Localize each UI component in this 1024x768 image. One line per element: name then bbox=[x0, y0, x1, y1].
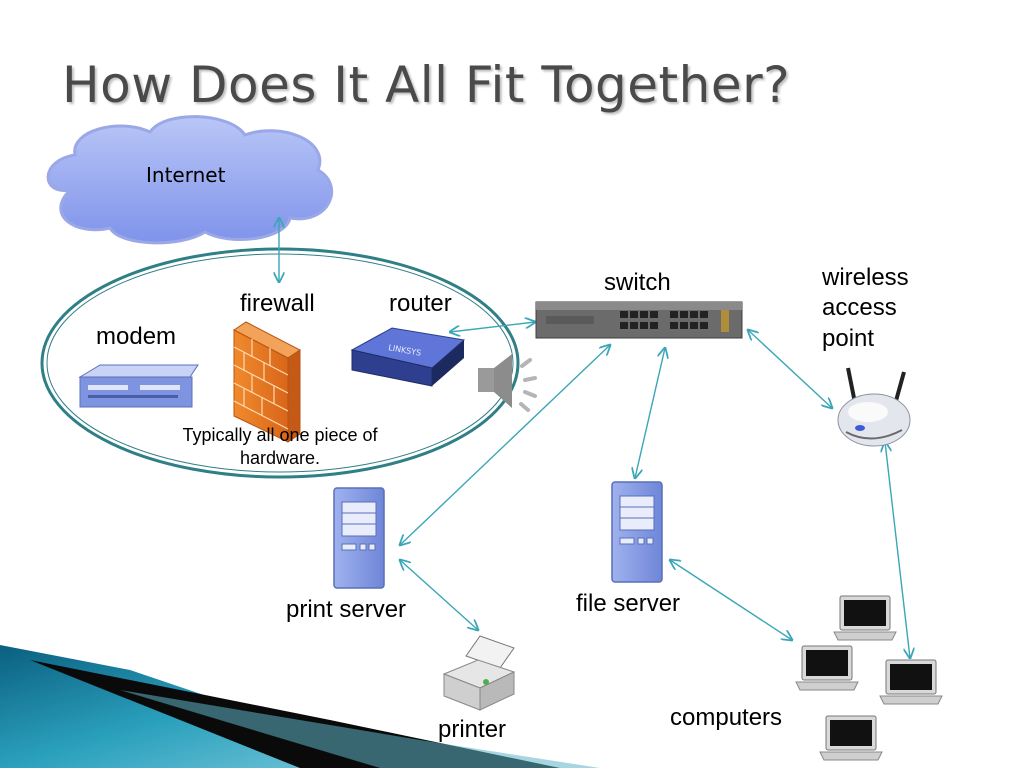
cloud-icon bbox=[46, 115, 334, 245]
switch-label: switch bbox=[604, 269, 671, 296]
connector-fileserver-computers bbox=[670, 560, 792, 640]
connector-switch-ap bbox=[748, 330, 832, 408]
firewall-label: firewall bbox=[240, 290, 315, 317]
wap-label-line-2: access bbox=[822, 294, 897, 322]
internet-label: Internet bbox=[146, 163, 226, 187]
switch-icon bbox=[535, 301, 743, 339]
computers-label: computers bbox=[670, 704, 783, 731]
connector-switch-fileserver bbox=[635, 348, 665, 478]
router-icon: LINKSYS bbox=[350, 327, 466, 387]
laptop-icon bbox=[879, 659, 943, 705]
file-server-label: file server bbox=[576, 590, 681, 617]
modem-icon bbox=[78, 364, 199, 408]
wireless-ap-icon bbox=[837, 367, 911, 447]
connector-router-switch bbox=[450, 322, 535, 332]
laptop-icon bbox=[795, 645, 859, 691]
print-server-label: print server bbox=[286, 596, 407, 623]
wap-label-line-1: wireless bbox=[822, 264, 909, 291]
printer-icon bbox=[442, 635, 516, 711]
server-icon bbox=[611, 481, 663, 583]
wap-label-line-3: point bbox=[822, 324, 875, 352]
server-icon bbox=[333, 487, 385, 589]
slide-title: How Does It All Fit Together? bbox=[62, 56, 791, 114]
laptop-icon bbox=[819, 715, 883, 761]
wireless-access-point-label: wireless access point bbox=[822, 263, 909, 354]
laptop-icon bbox=[833, 595, 897, 641]
connectors bbox=[279, 218, 910, 658]
router-label: router bbox=[389, 290, 452, 317]
modem-label: modem bbox=[96, 323, 177, 350]
firewall-icon bbox=[233, 321, 301, 443]
printer-label: printer bbox=[438, 716, 507, 743]
connector-ap-computers bbox=[885, 442, 910, 658]
speaker-icon bbox=[478, 354, 537, 412]
hardware-note: Typically all one piece of hardware. bbox=[182, 425, 378, 469]
connector-switch-printserver bbox=[400, 345, 610, 545]
connector-printserver-printer bbox=[400, 560, 478, 630]
